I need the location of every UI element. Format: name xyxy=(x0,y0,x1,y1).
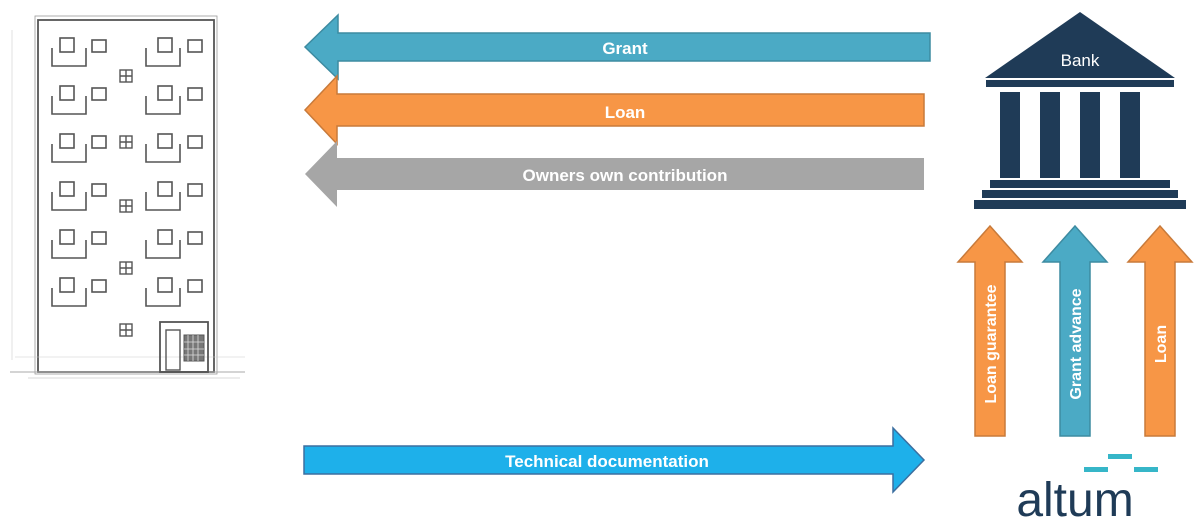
altum-logo: altum xyxy=(1016,454,1158,525)
loan-to-bank-arrow-shape xyxy=(1126,224,1194,437)
loan-guarantee-arrow-label: Loan guarantee xyxy=(983,284,1000,403)
loan-guarantee-arrow: Loan guarantee xyxy=(956,224,1024,437)
loan-arrow: Loan xyxy=(303,74,925,146)
grant-advance-arrow: Grant advance xyxy=(1041,224,1109,437)
loan-arrow-shape xyxy=(303,74,925,146)
loan-arrow-label: Loan xyxy=(605,103,646,122)
grant-advance-arrow-label: Grant advance xyxy=(1068,288,1085,399)
technical-documentation-arrow-shape xyxy=(303,426,926,494)
bank-label: Bank xyxy=(1061,51,1100,70)
technical-documentation-arrow-label: Technical documentation xyxy=(505,452,709,471)
technical-documentation-arrow: Technical documentation xyxy=(303,426,926,494)
grant-arrow-shape xyxy=(303,13,931,81)
loan-to-bank-arrow: Loan xyxy=(1126,224,1194,437)
own-contribution-arrow: Owners own contribution xyxy=(305,141,924,207)
altum-logo-text: altum xyxy=(1016,474,1133,525)
own-contribution-arrow-label: Owners own contribution xyxy=(523,166,728,185)
loan-guarantee-arrow-shape xyxy=(956,224,1024,437)
own-contribution-arrow-shape xyxy=(305,141,924,207)
apartment-building-icon xyxy=(10,15,245,379)
grant-arrow: Grant xyxy=(303,13,931,81)
loan-to-bank-arrow-label: Loan xyxy=(1153,325,1170,363)
grant-arrow-label: Grant xyxy=(602,39,648,58)
grant-advance-arrow-shape xyxy=(1041,224,1109,437)
bank-icon: Bank xyxy=(974,12,1186,209)
